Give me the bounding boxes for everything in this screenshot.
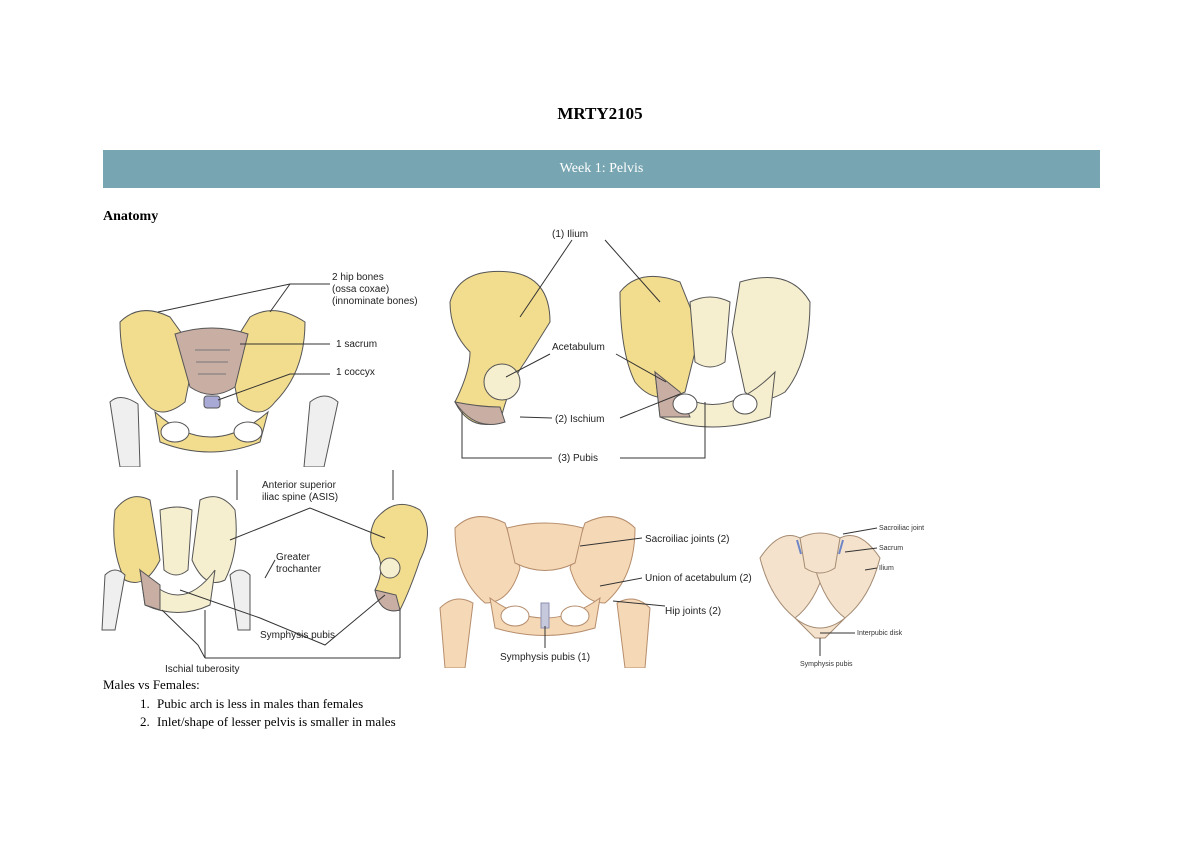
label-trochanter: trochanter xyxy=(276,564,322,575)
label-hip-bones: 2 hip bones xyxy=(332,272,384,283)
list-item: Pubic arch is less in males than females xyxy=(153,695,396,713)
notes-list: Pubic arch is less in males than females… xyxy=(103,695,396,731)
label-sacroiliac-joint: Sacroiliac joint xyxy=(879,525,924,532)
label-sacroiliac-joints: Sacroiliac joints (2) xyxy=(645,534,729,545)
label-asis-line2: iliac spine (ASIS) xyxy=(262,492,338,503)
label-ilium: (1) Ilium xyxy=(552,229,588,240)
hip-bone-parts-illustration: (1) Ilium Acetabulum (2) Ischium (3) Pub… xyxy=(440,222,820,467)
week-banner-text: Week 1: Pelvis xyxy=(560,161,644,177)
notes-section: Males vs Females: Pubic arch is less in … xyxy=(103,677,396,731)
label-interpubic-disk: Interpubic disk xyxy=(857,630,903,637)
label-greater: Greater xyxy=(276,552,311,563)
pelvis-landmarks-illustration: Anterior superior iliac spine (ASIS) Gre… xyxy=(100,470,440,675)
label-sacrum: 1 sacrum xyxy=(336,339,377,350)
label-symphysis-pubis-small: Symphysis pubis xyxy=(800,661,853,668)
notes-title: Males vs Females: xyxy=(103,677,396,693)
label-coccyx: 1 coccyx xyxy=(336,367,375,378)
label-ilium-small: Ilium xyxy=(879,565,894,572)
label-symphysis-pubis: Symphysis pubis xyxy=(260,630,335,641)
label-union-acetabulum: Union of acetabulum (2) xyxy=(645,573,752,584)
pelvis-joints-illustration: Sacroiliac joints (2) Union of acetabulu… xyxy=(435,508,755,668)
label-ossa-coxae: (ossa coxae) xyxy=(332,284,389,295)
label-sacrum-small: Sacrum xyxy=(879,545,903,552)
label-symphysis-pubis-1: Symphysis pubis (1) xyxy=(500,652,590,663)
label-pubis: (3) Pubis xyxy=(558,453,598,464)
course-code-title: MRTY2105 xyxy=(0,104,1200,124)
label-hip-joints: Hip joints (2) xyxy=(665,606,721,617)
list-item: Inlet/shape of lesser pelvis is smaller … xyxy=(153,713,396,731)
week-banner: Week 1: Pelvis xyxy=(103,150,1100,188)
label-innominate-bones: (innominate bones) xyxy=(332,296,418,307)
pelvis-anterior-illustration: 2 hip bones (ossa coxae) (innominate bon… xyxy=(100,262,445,467)
label-asis-line1: Anterior superior xyxy=(262,480,337,491)
section-heading: Anatomy xyxy=(103,209,158,225)
pelvis-section-illustration: Sacroiliac joint Sacrum Ilium Interpubic… xyxy=(755,518,955,673)
label-acetabulum: Acetabulum xyxy=(552,342,605,353)
label-ischium: (2) Ischium xyxy=(555,414,604,425)
label-ischial-tuberosity: Ischial tuberosity xyxy=(165,664,239,675)
